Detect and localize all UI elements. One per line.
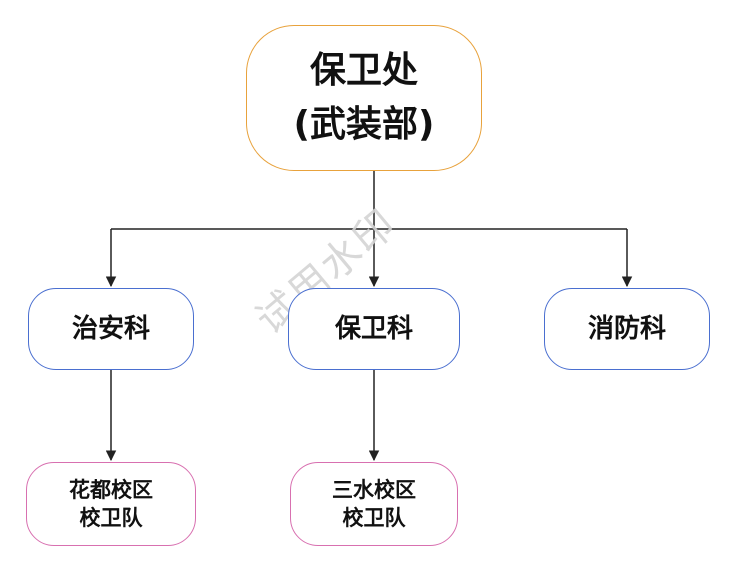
node-security-section[interactable]: 保卫科 — [288, 288, 460, 370]
node-security-department-line2: (武装部) — [293, 104, 435, 145]
node-security-section-label: 保卫科 — [334, 313, 413, 344]
node-huadu-campus-guard-line1: 花都校区 — [69, 477, 153, 502]
node-sanshui-campus-guard[interactable]: 三水校区 校卫队 — [290, 462, 458, 546]
node-sanshui-campus-guard-line1: 三水校区 — [332, 477, 416, 502]
node-fire-section-label: 消防科 — [587, 313, 666, 344]
node-fire-section[interactable]: 消防科 — [544, 288, 710, 370]
node-public-order-section-label: 治安科 — [71, 313, 150, 344]
node-huadu-campus-guard-line2: 校卫队 — [79, 506, 143, 530]
node-security-department[interactable]: 保卫处 (武装部) — [246, 25, 482, 171]
node-public-order-section[interactable]: 治安科 — [28, 288, 194, 370]
node-security-department-line1: 保卫处 — [309, 50, 418, 91]
node-sanshui-campus-guard-line2: 校卫队 — [342, 506, 406, 530]
node-huadu-campus-guard[interactable]: 花都校区 校卫队 — [26, 462, 196, 546]
